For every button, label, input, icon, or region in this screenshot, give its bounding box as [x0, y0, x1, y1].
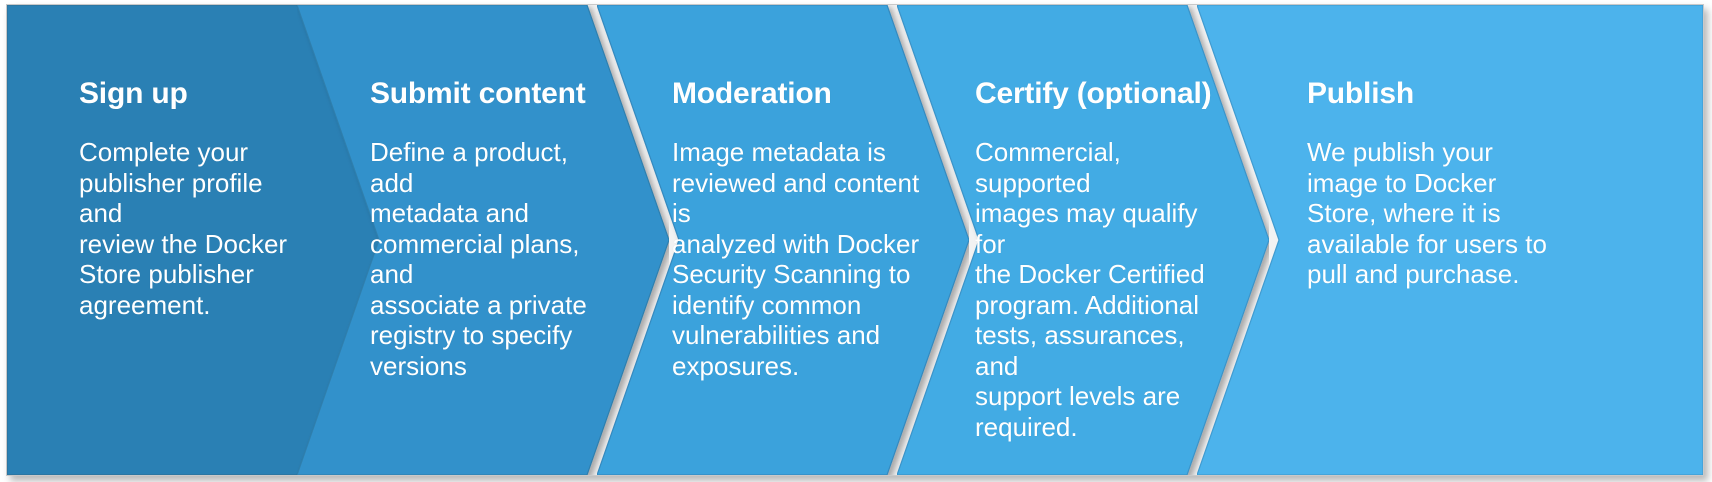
chevron-step-2[interactable]: Submit content Define a product, add met…	[297, 5, 669, 475]
chevron-step-1[interactable]: Sign up Complete your publisher profile …	[7, 5, 379, 475]
step-description: Image metadata is reviewed and content i…	[672, 137, 920, 381]
step-title: Certify (optional)	[975, 77, 1212, 110]
step-title: Moderation	[672, 77, 832, 110]
step-title: Sign up	[79, 77, 188, 110]
chevron-text-block-2: Submit content Define a product, add met…	[370, 77, 618, 381]
step-title: Publish	[1307, 77, 1414, 110]
chevron-text-block-1: Sign up Complete your publisher profile …	[79, 77, 309, 320]
chevron-step-5[interactable]: Publish We publish your image to Docker …	[1197, 5, 1703, 475]
chevron-shape-2	[297, 5, 669, 475]
chevron-text-block-3: Moderation Image metadata is reviewed an…	[672, 77, 932, 381]
step-description: Commercial, supported images may qualify…	[975, 137, 1205, 442]
step-description: Complete your publisher profile and revi…	[79, 137, 288, 320]
chevron-text-block-5: Publish We publish your image to Docker …	[1307, 77, 1557, 290]
chevron-step-4[interactable]: Certify (optional) Commercial, supported…	[897, 5, 1269, 475]
chevron-flow-container: Sign up Complete your publisher profile …	[7, 5, 1703, 475]
step-description: We publish your image to Docker Store, w…	[1307, 137, 1547, 289]
step-title: Submit content	[370, 77, 586, 110]
chevron-shape-4	[897, 5, 1269, 475]
chevron-shape-5	[1197, 5, 1703, 475]
step-description: Define a product, add metadata and comme…	[370, 137, 587, 381]
chevron-step-3[interactable]: Moderation Image metadata is reviewed an…	[597, 5, 969, 475]
chevron-shape-3	[597, 5, 969, 475]
chevron-text-block-4: Certify (optional) Commercial, supported…	[975, 77, 1235, 442]
